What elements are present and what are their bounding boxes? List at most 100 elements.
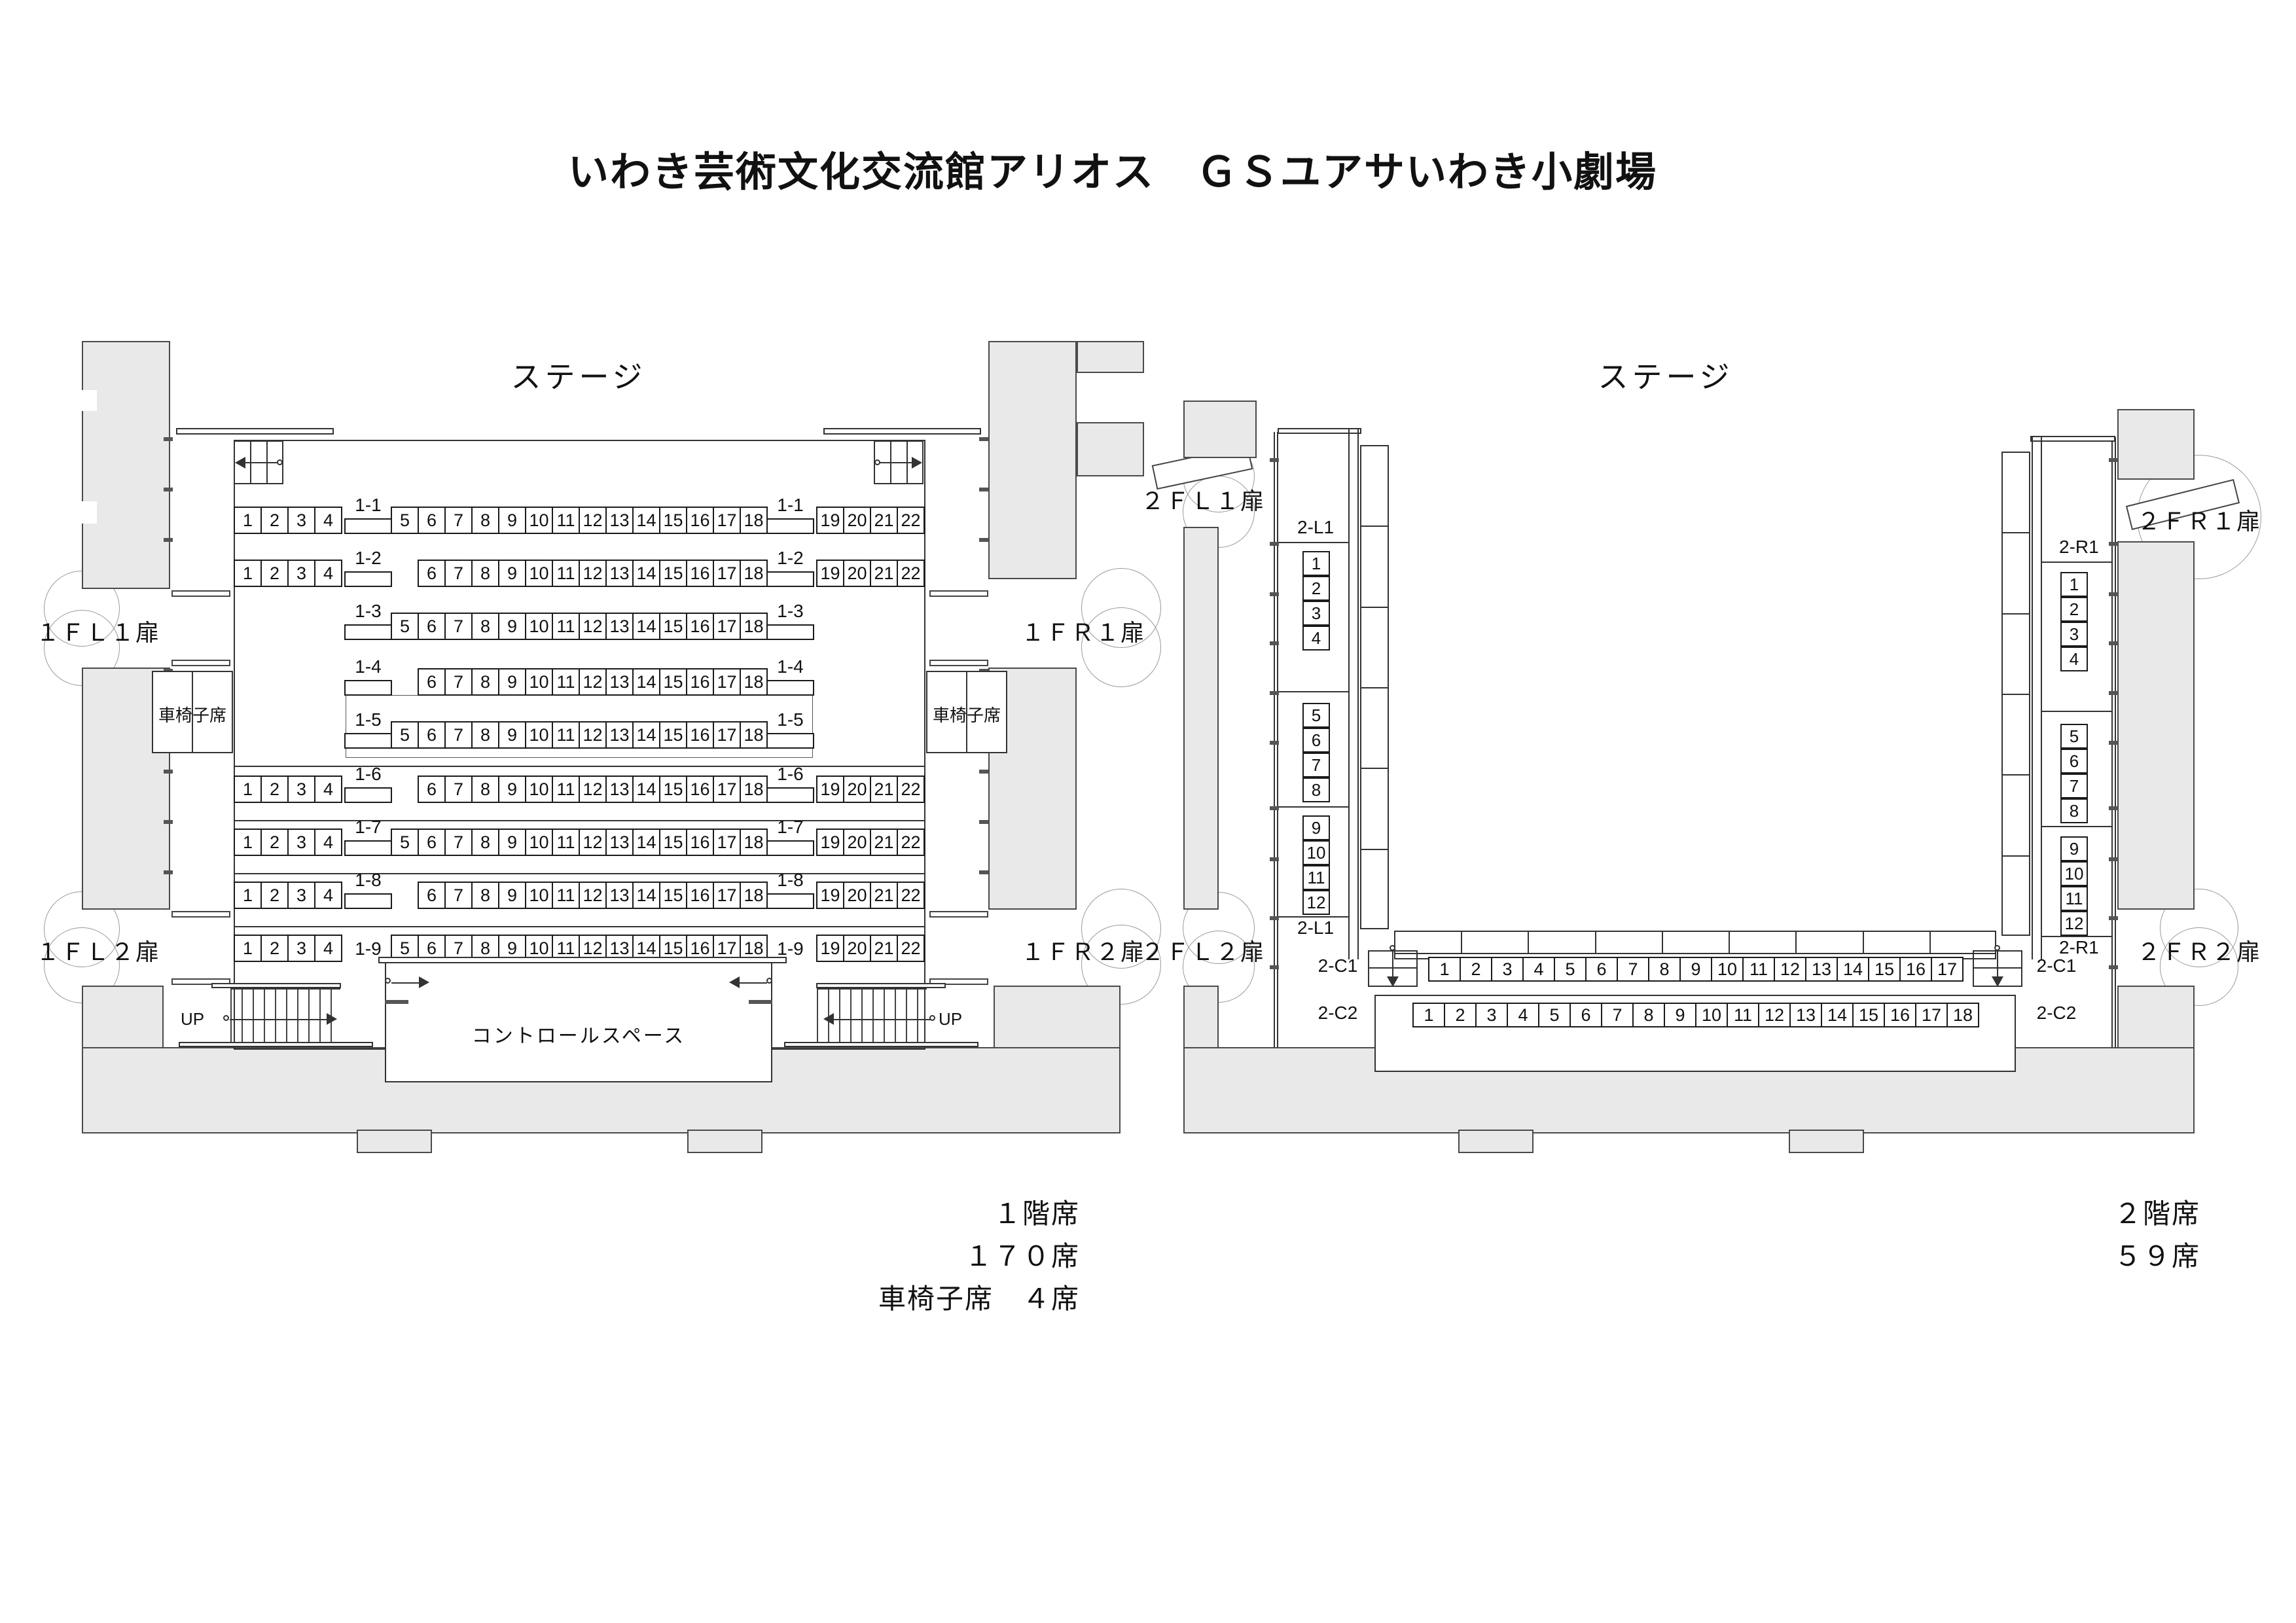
f1-1-1-seat-12[interactable]: 12 bbox=[579, 507, 607, 534]
f1-1-2-seat-16[interactable]: 16 bbox=[686, 560, 714, 587]
f1-1-1-seat-16[interactable]: 16 bbox=[686, 507, 714, 534]
f1-1-8-seat-13[interactable]: 13 bbox=[605, 882, 634, 909]
f1-1-7-seat-10[interactable]: 10 bbox=[525, 829, 553, 856]
f2-2C1-seat-11[interactable]: 11 bbox=[1742, 957, 1775, 982]
f2-2C1-seat-16[interactable]: 16 bbox=[1899, 957, 1932, 982]
f1-1-3-seat-15[interactable]: 15 bbox=[659, 613, 687, 640]
f1-1-8-seat-7[interactable]: 7 bbox=[444, 882, 473, 909]
f2-2R1-seat-9[interactable]: 9 bbox=[2060, 836, 2088, 861]
f1-1-4-seat-18[interactable]: 18 bbox=[740, 668, 768, 696]
f2-2C1-seat-10[interactable]: 10 bbox=[1711, 957, 1744, 982]
f1-1-2-seat-9[interactable]: 9 bbox=[498, 560, 526, 587]
f2-2R1-seat-11[interactable]: 11 bbox=[2060, 886, 2088, 911]
f1-1-4-seat-17[interactable]: 17 bbox=[713, 668, 741, 696]
f2-2C2-seat-12[interactable]: 12 bbox=[1758, 1003, 1791, 1027]
f1-1-5-seat-17[interactable]: 17 bbox=[713, 721, 741, 749]
f2-2C2-seat-11[interactable]: 11 bbox=[1727, 1003, 1759, 1027]
f1-1-6-seat-22[interactable]: 22 bbox=[897, 776, 925, 803]
f2-2C2-seat-8[interactable]: 8 bbox=[1632, 1003, 1665, 1027]
f1-1-4-seat-12[interactable]: 12 bbox=[579, 668, 607, 696]
f1-1-8-seat-12[interactable]: 12 bbox=[579, 882, 607, 909]
f1-1-8-seat-9[interactable]: 9 bbox=[498, 882, 526, 909]
f2-2C2-seat-18[interactable]: 18 bbox=[1946, 1003, 1979, 1027]
f1-1-9-seat-3[interactable]: 3 bbox=[287, 935, 315, 962]
f1-1-7-seat-19[interactable]: 19 bbox=[816, 829, 844, 856]
f1-1-3-seat-17[interactable]: 17 bbox=[713, 613, 741, 640]
f1-1-1-seat-1[interactable]: 1 bbox=[234, 507, 262, 534]
f1-1-2-seat-10[interactable]: 10 bbox=[525, 560, 553, 587]
f1-1-8-seat-2[interactable]: 2 bbox=[260, 882, 289, 909]
f1-1-6-seat-11[interactable]: 11 bbox=[552, 776, 580, 803]
f2-2R1-seat-3[interactable]: 3 bbox=[2060, 622, 2088, 647]
f1-1-8-seat-10[interactable]: 10 bbox=[525, 882, 553, 909]
f1-1-8-seat-18[interactable]: 18 bbox=[740, 882, 768, 909]
f2-2C2-seat-16[interactable]: 16 bbox=[1884, 1003, 1916, 1027]
f2-2C2-seat-5[interactable]: 5 bbox=[1538, 1003, 1571, 1027]
f1-1-1-seat-6[interactable]: 6 bbox=[418, 507, 446, 534]
f1-1-6-seat-12[interactable]: 12 bbox=[579, 776, 607, 803]
f1-1-4-seat-16[interactable]: 16 bbox=[686, 668, 714, 696]
f1-1-8-seat-22[interactable]: 22 bbox=[897, 882, 925, 909]
f1-1-1-seat-17[interactable]: 17 bbox=[713, 507, 741, 534]
f1-1-4-seat-15[interactable]: 15 bbox=[659, 668, 687, 696]
f2-2C1-seat-12[interactable]: 12 bbox=[1774, 957, 1806, 982]
f1-1-2-seat-15[interactable]: 15 bbox=[659, 560, 687, 587]
f2-2C2-seat-3[interactable]: 3 bbox=[1475, 1003, 1508, 1027]
f1-1-6-seat-17[interactable]: 17 bbox=[713, 776, 741, 803]
f1-1-8-seat-16[interactable]: 16 bbox=[686, 882, 714, 909]
f2-2L1-seat-6[interactable]: 6 bbox=[1302, 728, 1330, 753]
f2-2L1-seat-12[interactable]: 12 bbox=[1302, 890, 1330, 915]
f1-1-8-seat-4[interactable]: 4 bbox=[314, 882, 342, 909]
f2-2C1-seat-17[interactable]: 17 bbox=[1931, 957, 1964, 982]
f1-1-8-seat-1[interactable]: 1 bbox=[234, 882, 262, 909]
f1-1-1-seat-7[interactable]: 7 bbox=[444, 507, 473, 534]
f1-1-1-seat-3[interactable]: 3 bbox=[287, 507, 315, 534]
f1-1-7-seat-12[interactable]: 12 bbox=[579, 829, 607, 856]
f2-2C2-seat-7[interactable]: 7 bbox=[1601, 1003, 1634, 1027]
f2-2C1-seat-2[interactable]: 2 bbox=[1460, 957, 1492, 982]
f1-1-2-seat-13[interactable]: 13 bbox=[605, 560, 634, 587]
f2-2C2-seat-10[interactable]: 10 bbox=[1695, 1003, 1728, 1027]
f1-1-2-seat-12[interactable]: 12 bbox=[579, 560, 607, 587]
f1-1-5-seat-6[interactable]: 6 bbox=[418, 721, 446, 749]
f1-1-1-seat-4[interactable]: 4 bbox=[314, 507, 342, 534]
f2-2C2-seat-13[interactable]: 13 bbox=[1789, 1003, 1822, 1027]
f2-2R1-seat-12[interactable]: 12 bbox=[2060, 911, 2088, 936]
f2-2L1-seat-10[interactable]: 10 bbox=[1302, 840, 1330, 865]
f1-1-2-seat-21[interactable]: 21 bbox=[870, 560, 898, 587]
f1-1-2-seat-19[interactable]: 19 bbox=[816, 560, 844, 587]
f1-1-6-seat-20[interactable]: 20 bbox=[843, 776, 871, 803]
f1-1-5-seat-14[interactable]: 14 bbox=[632, 721, 660, 749]
f2-2L1-seat-9[interactable]: 9 bbox=[1302, 815, 1330, 840]
f1-1-2-seat-4[interactable]: 4 bbox=[314, 560, 342, 587]
f1-1-9-seat-22[interactable]: 22 bbox=[897, 935, 925, 962]
f1-1-2-seat-8[interactable]: 8 bbox=[471, 560, 499, 587]
f1-1-8-seat-20[interactable]: 20 bbox=[843, 882, 871, 909]
f1-1-3-seat-6[interactable]: 6 bbox=[418, 613, 446, 640]
f1-1-6-seat-6[interactable]: 6 bbox=[418, 776, 446, 803]
f1-1-2-seat-3[interactable]: 3 bbox=[287, 560, 315, 587]
f2-2C2-seat-6[interactable]: 6 bbox=[1570, 1003, 1602, 1027]
f1-1-2-seat-6[interactable]: 6 bbox=[418, 560, 446, 587]
f1-1-5-seat-8[interactable]: 8 bbox=[471, 721, 499, 749]
f1-1-4-seat-6[interactable]: 6 bbox=[418, 668, 446, 696]
f1-1-5-seat-10[interactable]: 10 bbox=[525, 721, 553, 749]
f1-1-9-seat-20[interactable]: 20 bbox=[843, 935, 871, 962]
f1-1-1-seat-5[interactable]: 5 bbox=[391, 507, 419, 534]
f1-1-6-seat-14[interactable]: 14 bbox=[632, 776, 660, 803]
f1-1-6-seat-16[interactable]: 16 bbox=[686, 776, 714, 803]
f1-1-6-seat-3[interactable]: 3 bbox=[287, 776, 315, 803]
f1-1-6-seat-18[interactable]: 18 bbox=[740, 776, 768, 803]
f2-2R1-seat-10[interactable]: 10 bbox=[2060, 861, 2088, 886]
f2-2C2-seat-15[interactable]: 15 bbox=[1852, 1003, 1885, 1027]
f1-1-7-seat-4[interactable]: 4 bbox=[314, 829, 342, 856]
f1-1-3-seat-10[interactable]: 10 bbox=[525, 613, 553, 640]
f2-2L1-seat-3[interactable]: 3 bbox=[1302, 601, 1330, 626]
f1-1-9-seat-19[interactable]: 19 bbox=[816, 935, 844, 962]
f1-1-4-seat-8[interactable]: 8 bbox=[471, 668, 499, 696]
f2-2L1-seat-4[interactable]: 4 bbox=[1302, 626, 1330, 651]
f2-2L1-seat-2[interactable]: 2 bbox=[1302, 576, 1330, 601]
f2-2C1-seat-13[interactable]: 13 bbox=[1805, 957, 1838, 982]
f1-1-1-seat-20[interactable]: 20 bbox=[843, 507, 871, 534]
f1-1-8-seat-3[interactable]: 3 bbox=[287, 882, 315, 909]
